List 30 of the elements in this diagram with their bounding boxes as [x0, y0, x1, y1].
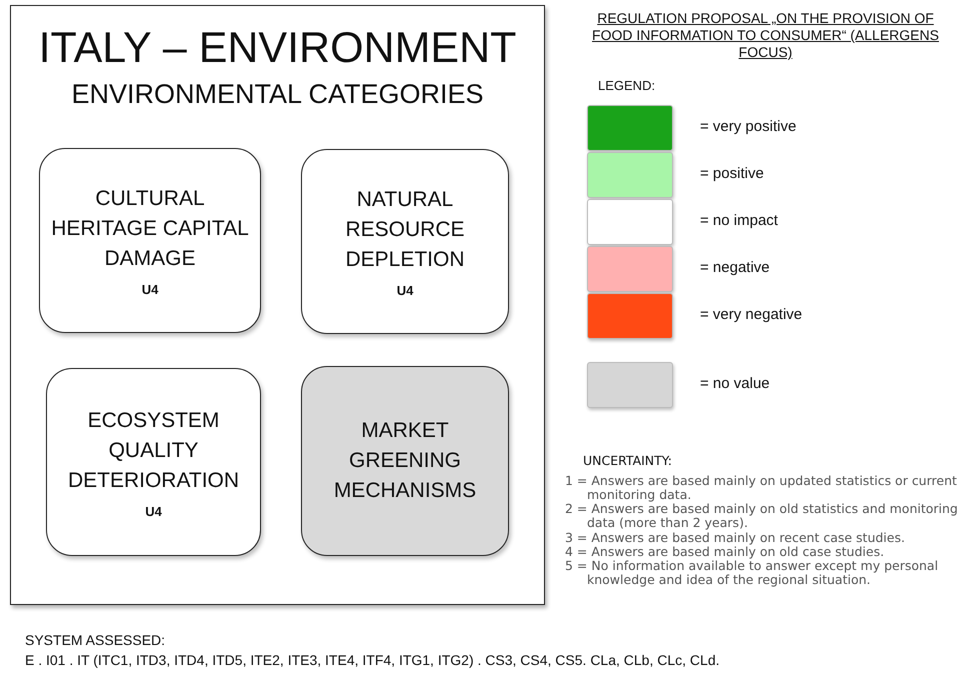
category-box [46, 368, 261, 556]
uncertainty-note: 5 = No information available to answer except my personal knowledge and idea of the regional situation. [565, 559, 940, 587]
category-box [301, 366, 509, 556]
legend-label: = very positive [700, 118, 796, 135]
legend-label: = no value [700, 375, 770, 392]
panel-title: ITALY – ENVIRONMENT [38, 24, 516, 73]
legend-label: = positive [700, 165, 764, 182]
uncertainty-code: U4 [396, 283, 414, 298]
category-box [301, 149, 509, 334]
legend-label: = negative [700, 259, 770, 276]
category-name: MARKET GREENING MECHANISMS [332, 418, 478, 504]
legend-label: = no impact [700, 212, 778, 229]
category-name: NATURAL RESOURCE DEPLETION [344, 187, 466, 273]
legend-label: = very negative [700, 306, 802, 323]
panel [10, 5, 545, 605]
uncertainty-note: 3 = Answers are based mainly on recent case studies. [565, 531, 906, 545]
uncertainty-code: U4 [145, 504, 162, 518]
uncertainty-heading: UNCERTAINTY: [583, 453, 673, 468]
section-heading: SYSTEM ASSESSED: [25, 632, 166, 648]
category-name: CULTURAL HERITAGE CAPITAL DAMAGE [50, 186, 250, 272]
header-title: REGULATION PROPOSAL „ON THE PROVISION OF FOOD INFORMATION TO CONSUMER“ (ALLERGENS FOCUS) [591, 10, 940, 61]
legend-heading: LEGEND: [598, 78, 656, 93]
uncertainty-note: 2 = Answers are based mainly on old statistics and monitoring data (more than 2 years). [565, 502, 959, 530]
category-name: ECOSYSTEM QUALITY DETERIORATION [66, 408, 240, 494]
system-list: E . I01 . IT (ITC1, ITD3, ITD4, ITD5, ITE2, ITE3, ITE4, ITF4, ITG1, ITG2) . CS3, CS4, CS5. CLa, CLb, CLc, CLd. [25, 652, 965, 668]
panel-subtitle: ENVIRONMENTAL CATEGORIES [71, 79, 484, 110]
uncertainty-code: U4 [142, 282, 158, 297]
category-box [39, 148, 261, 333]
uncertainty-note: 4 = Answers are based mainly on old case studies. [565, 545, 886, 559]
uncertainty-note: 1 = Answers are based mainly on updated statistics or current monitoring data. [565, 474, 958, 502]
